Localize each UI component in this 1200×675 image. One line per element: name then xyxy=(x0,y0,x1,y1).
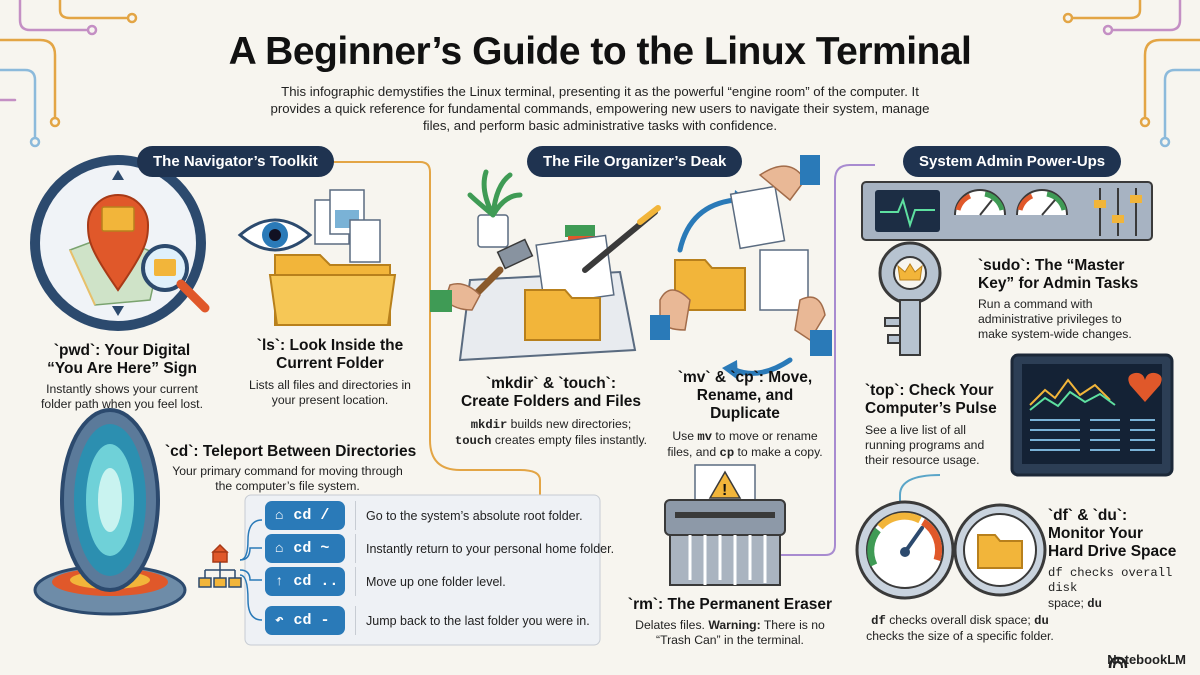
master-key-icon xyxy=(878,241,942,356)
system-monitor-icon xyxy=(1010,353,1174,477)
cd-up-description: Move up one folder level. xyxy=(366,574,506,589)
mv-cp-title: `mv` & `cp`: Move, Rename, and Duplicate xyxy=(677,369,813,422)
section-navigator-title: The Navigator’s Toolkit xyxy=(137,146,334,177)
intro-paragraph: This infographic demystifies the Linux t… xyxy=(270,84,930,133)
df-du-block: `df` & `du`: Monitor Your Hard Drive Spa… xyxy=(1048,507,1193,612)
top-block: `top`: Check Your Computer’s Pulse See a… xyxy=(865,382,1010,468)
rm-title: `rm`: The Permanent Eraser xyxy=(627,596,833,613)
mkdir-description: mkdir builds new directories; touch crea… xyxy=(454,417,648,448)
section-admin-title: System Admin Power-Ups xyxy=(903,146,1122,177)
sudo-title: `sudo`: The “Master Key” for Admin Tasks xyxy=(978,257,1139,292)
pwd-title: `pwd`: Your Digital “You Are Here” Sign xyxy=(47,342,197,377)
folder-size-icon xyxy=(953,503,1047,597)
cd-row-root: ⌂cd / Go to the system’s absolute root f… xyxy=(265,501,583,530)
mkdir-title: `mkdir` & `touch`: Create Folders and Fi… xyxy=(460,375,642,410)
ls-block: `ls`: Look Inside the Current Folder Lis… xyxy=(230,337,430,408)
df-du-side-description: df checks overall disk space; du xyxy=(1048,566,1173,611)
notebooklm-logo-icon xyxy=(1108,656,1128,669)
section-connectors xyxy=(330,161,941,620)
cd-home-button[interactable]: ⌂cd ~ xyxy=(265,534,345,563)
pwd-description: Instantly shows your current folder path… xyxy=(41,382,203,411)
rm-description: Delates files. Warning: There is no “Tra… xyxy=(635,618,825,647)
cd-root-description: Go to the system’s absolute root folder. xyxy=(366,508,583,523)
cd-home-description: Instantly return to your personal home f… xyxy=(366,541,615,556)
compass-location-icon xyxy=(30,155,210,331)
mv-cp-block: `mv` & `cp`: Move, Rename, and Duplicate… xyxy=(660,369,830,461)
cd-root-button[interactable]: ⌂cd / xyxy=(265,501,345,530)
cd-back-description: Jump back to the last folder you were in… xyxy=(366,613,590,628)
df-du-bottom-description: df checks overall disk space; du checks … xyxy=(866,613,1054,643)
circuit-decoration-left xyxy=(0,0,138,148)
arrow-up-icon: ↑ xyxy=(275,573,284,590)
home-icon: ⌂ xyxy=(275,507,284,524)
cd-up-button[interactable]: ↑cd .. xyxy=(265,567,345,596)
cd-description: Your primary command for moving through … xyxy=(172,464,403,493)
page-title: A Beginner’s Guide to the Linux Terminal xyxy=(228,30,972,73)
top-description: See a live list of all running programs … xyxy=(865,423,985,467)
top-title: `top`: Check Your Computer’s Pulse xyxy=(865,382,997,417)
brand-label: NotebookLM xyxy=(1107,652,1186,667)
home-icon: ⌂ xyxy=(275,540,284,557)
df-du-title: `df` & `du`: Monitor Your Hard Drive Spa… xyxy=(1048,507,1177,560)
cd-row-home: ⌂cd ~ Instantly return to your personal … xyxy=(265,534,614,563)
pwd-block: `pwd`: Your Digital “You Are Here” Sign … xyxy=(22,342,222,412)
section-organizer-title: The File Organizer’s Deak xyxy=(527,146,743,177)
sudo-block: `sudo`: The “Master Key” for Admin Tasks… xyxy=(978,257,1178,342)
cd-block: `cd`: Teleport Between Directories Your … xyxy=(165,443,425,494)
control-panel-icon xyxy=(861,181,1153,241)
sudo-description: Run a command with administrative privil… xyxy=(978,297,1132,341)
circuit-decoration-right xyxy=(1062,0,1200,148)
svg-text:!: ! xyxy=(722,482,727,499)
cd-row-back: ↶cd - Jump back to the last folder you w… xyxy=(265,606,590,635)
eye-folder-icon xyxy=(237,189,397,326)
rm-block: `rm`: The Permanent Eraser Delates files… xyxy=(610,596,850,648)
cd-back-button[interactable]: ↶cd - xyxy=(265,606,345,635)
workbench-hammer-icon xyxy=(430,169,661,362)
cd-title: `cd`: Teleport Between Directories xyxy=(165,443,417,460)
shredder-warning-icon: ! xyxy=(664,464,786,586)
directory-tree-icon xyxy=(198,543,242,588)
move-copy-hands-icon xyxy=(650,155,832,380)
ls-description: Lists all files and directories in your … xyxy=(249,378,411,407)
portal-icon xyxy=(33,408,187,616)
disk-gauge-icon xyxy=(855,500,955,600)
cd-row-up: ↑cd .. Move up one folder level. xyxy=(265,567,506,596)
mv-cp-description: Use mv to move or rename files, and cp t… xyxy=(667,429,823,460)
undo-icon: ↶ xyxy=(275,613,284,629)
mkdir-block: `mkdir` & `touch`: Create Folders and Fi… xyxy=(446,375,656,449)
cd-arrows xyxy=(239,519,263,621)
ls-title: `ls`: Look Inside the Current Folder xyxy=(256,337,404,372)
